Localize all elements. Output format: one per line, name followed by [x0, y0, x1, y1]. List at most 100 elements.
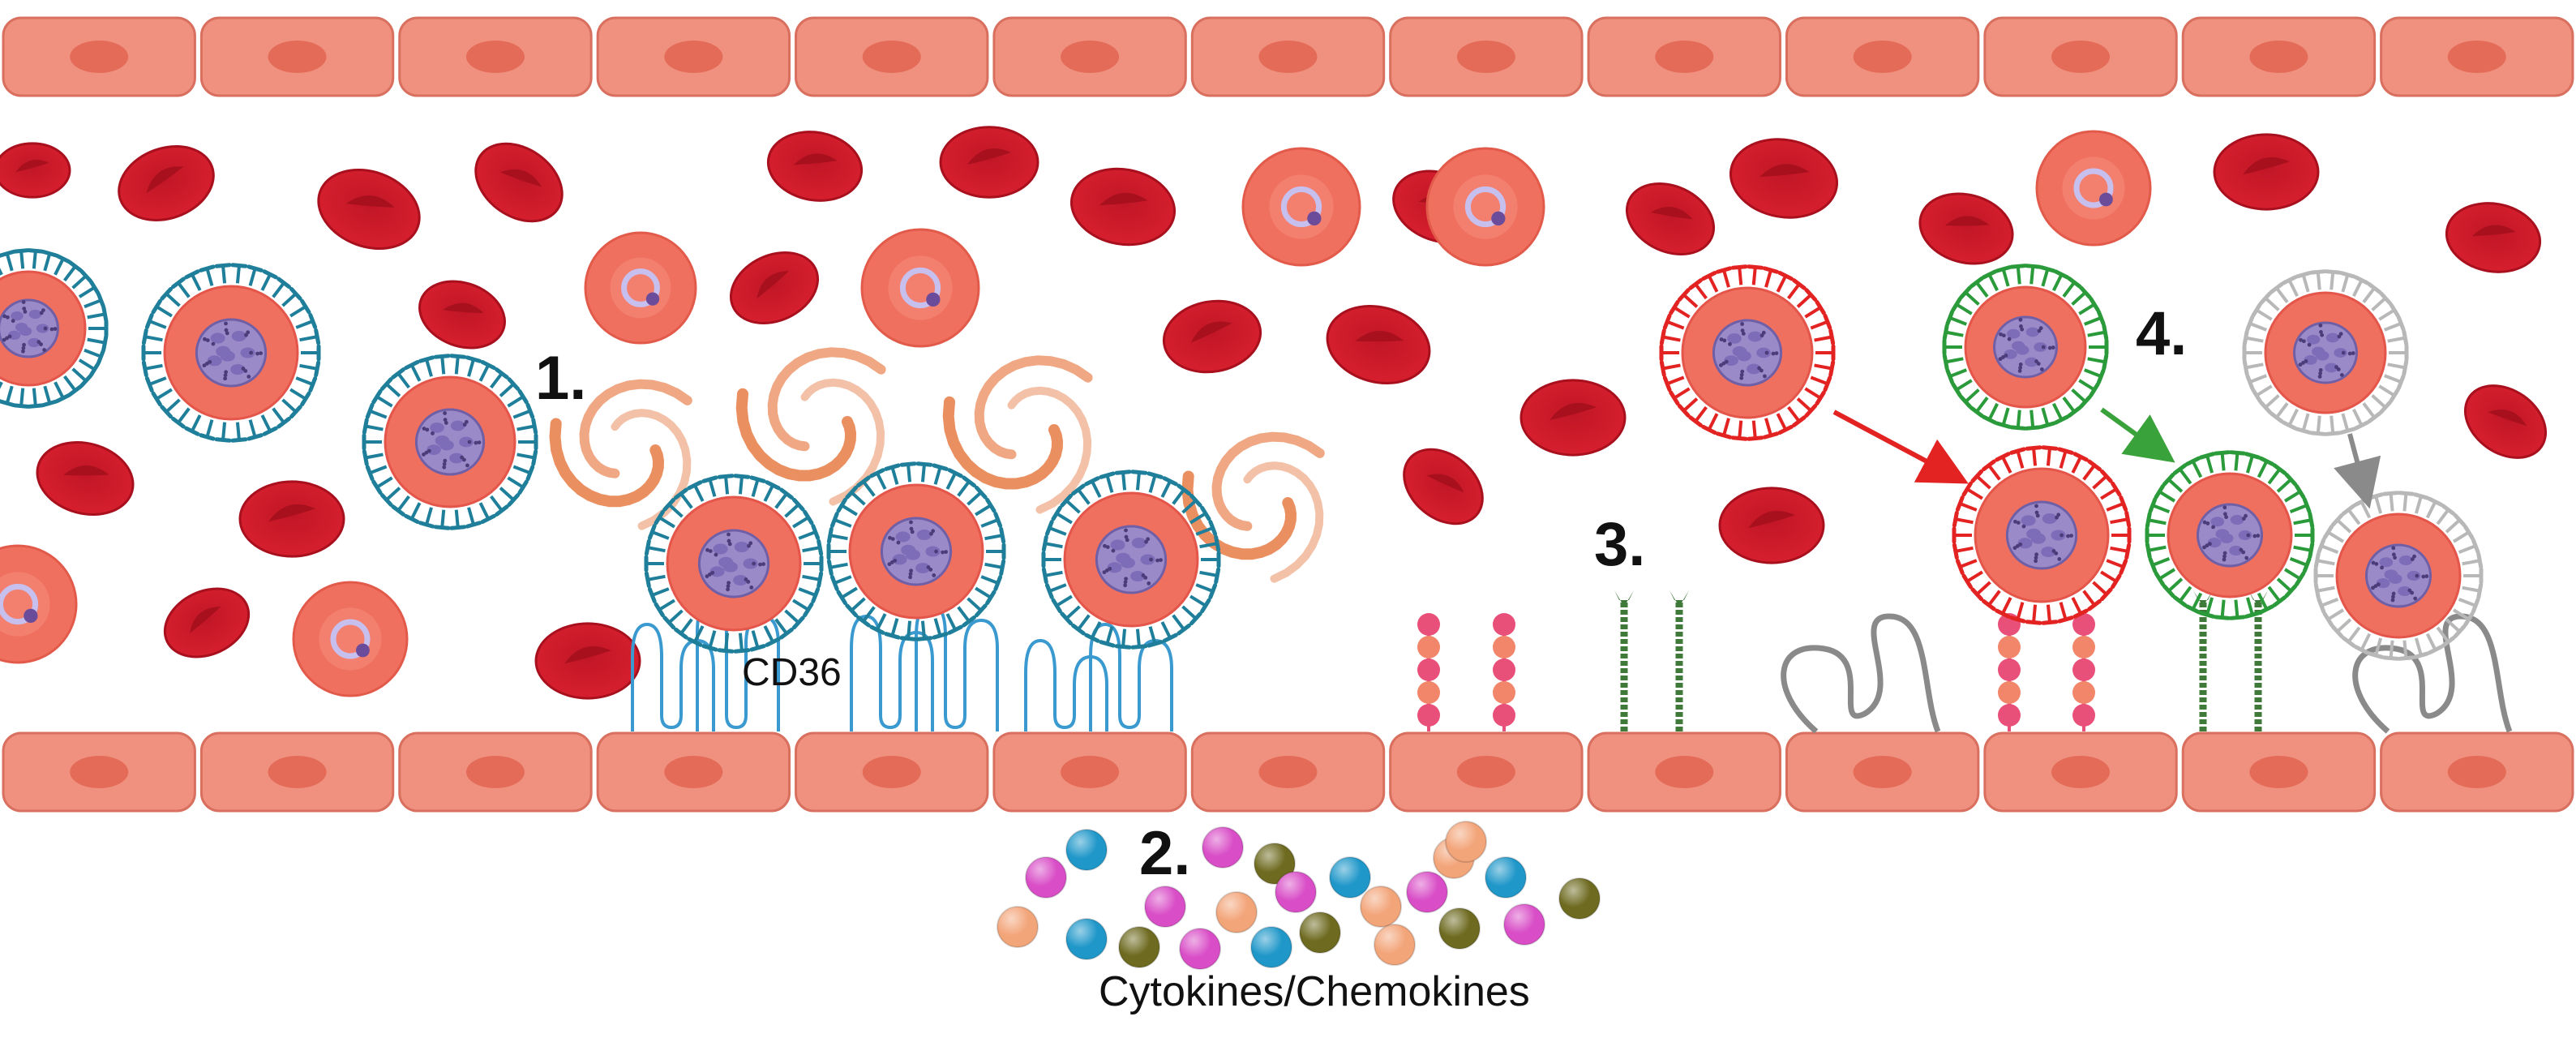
endothelial-nucleus — [268, 41, 327, 73]
endothelial-cell — [1983, 16, 2178, 97]
cytokines-chemokines-label: Cytokines/Chemokines — [1099, 968, 1530, 1015]
icam1-receptor — [1493, 613, 1515, 731]
swirl-icon — [1181, 431, 1325, 583]
rbc-icon — [238, 480, 345, 558]
cytokine-sphere-icon — [1558, 877, 1601, 920]
cytokine-sphere-icon — [1374, 924, 1416, 966]
endothelial-cell — [2, 16, 196, 97]
ring-stage-icon — [2073, 168, 2114, 208]
rbc-icon — [0, 142, 71, 199]
infected-rbc-icon — [2145, 450, 2315, 620]
ring-stage-icon — [0, 583, 39, 625]
rbc-icon — [474, 142, 564, 223]
ring-stage-icon — [621, 268, 660, 307]
endothelial-nucleus — [2447, 41, 2506, 73]
endothelial-nucleus — [2051, 756, 2111, 788]
infected-rbc-icon — [362, 354, 538, 530]
endothelial-cell — [1983, 731, 2178, 813]
endothelial-cell — [1587, 731, 1781, 813]
step-1-label: 1. — [535, 344, 586, 413]
endothelial-cell — [199, 731, 395, 813]
rbc-icon — [1162, 299, 1262, 374]
cytokine-sphere-icon — [1202, 826, 1244, 869]
endothelial-nucleus — [2447, 756, 2506, 788]
ring-stage-icon — [330, 619, 371, 659]
rbc-icon — [1069, 167, 1177, 247]
endothelial-cell — [1587, 16, 1781, 97]
rbc-icon — [317, 168, 421, 251]
icam1-receptor — [2072, 613, 2095, 731]
endothelial-nucleus — [2249, 756, 2308, 788]
vcam1-receptor — [2193, 590, 2213, 731]
cytokine-sphere-icon — [1179, 928, 1221, 970]
glycocalyx-strand — [2352, 613, 2513, 734]
endothelial-cell — [1785, 16, 1980, 97]
endothelial-cell — [1389, 16, 1584, 97]
endothelial-nucleus — [465, 756, 525, 788]
cytokine-sphere-icon — [997, 906, 1039, 948]
endothelial-cell — [398, 16, 593, 97]
cytokine-swirls — [549, 347, 1325, 583]
endothelial-cell — [2380, 16, 2574, 97]
endothelial-cell — [992, 16, 1187, 97]
endothelial-nucleus — [1456, 756, 1515, 788]
icam1-receptor — [1417, 613, 1440, 731]
rbc-icon — [1718, 487, 1825, 564]
swirl-icon — [942, 355, 1093, 514]
endothelial-nucleus — [1655, 41, 1714, 73]
infected-red-blood-cells — [0, 248, 2484, 661]
endothelial-nucleus — [862, 756, 921, 788]
endothelial-nucleus — [2051, 41, 2111, 73]
endothelial-cell — [596, 16, 791, 97]
rbc-icon — [1918, 192, 2014, 265]
endothelial-cell — [2, 731, 196, 813]
infected-rbc-icon — [2035, 130, 2152, 247]
cytokine-sphere-icon — [1485, 856, 1527, 899]
glycocalyx-strand — [1781, 613, 1941, 734]
endothelial-cell — [2380, 731, 2574, 813]
cytokine-sphere-icon — [1299, 911, 1341, 954]
rbc-icon — [2463, 384, 2548, 459]
infected-rbc-icon — [2313, 491, 2484, 661]
endothelial-nucleus — [862, 41, 921, 73]
cytokine-sphere-icon — [1445, 821, 1487, 863]
infected-rbc-icon — [2242, 269, 2409, 436]
infected-rbc-icon — [0, 544, 78, 664]
step-4-label: 4. — [2136, 299, 2187, 368]
infected-rbc-icon — [644, 474, 824, 654]
endothelial-nucleus — [465, 41, 525, 73]
endothelial-nucleus — [268, 756, 327, 788]
vcam1-receptor — [1614, 590, 1634, 731]
endothelial-cell — [596, 731, 791, 813]
rbc-icon — [534, 622, 641, 700]
rbc-icon — [163, 587, 251, 658]
vcam1-receptor — [1669, 590, 1689, 731]
infected-rbc-icon — [1041, 470, 1221, 650]
swirl-icon — [735, 347, 886, 506]
rbc-icon — [1403, 448, 1484, 525]
ring-stage-icon — [1280, 186, 1322, 228]
endothelial-cell — [2181, 731, 2377, 813]
cytokine-sphere-icon — [1025, 856, 1067, 899]
endothelial-nucleus — [1655, 756, 1714, 788]
rbc-icon — [1326, 305, 1431, 384]
cytokine-sphere-icon — [1275, 871, 1317, 913]
cytokine-sphere-icon — [1215, 891, 1258, 933]
rbc-icon — [729, 251, 820, 325]
cytokine-sphere-icon — [1065, 829, 1108, 871]
cytokine-sphere-icon — [1118, 926, 1160, 968]
vcam1-receptor — [2248, 590, 2268, 731]
red-binding-arrow — [1832, 410, 1969, 484]
icam1-receptor — [1998, 613, 2021, 731]
rbc-icon — [766, 131, 864, 202]
infected-rbc-icon — [1425, 147, 1545, 267]
endothelial-cell — [2181, 16, 2377, 97]
rbc-icon — [2445, 202, 2542, 273]
step-3-label: 3. — [1594, 510, 1645, 579]
infected-rbc-icon — [0, 248, 109, 409]
endothelial-cell — [199, 16, 395, 97]
endothelial-cell — [1190, 16, 1386, 97]
cytokine-sphere-icon — [1065, 918, 1108, 960]
endothelial-nucleus — [70, 41, 129, 73]
